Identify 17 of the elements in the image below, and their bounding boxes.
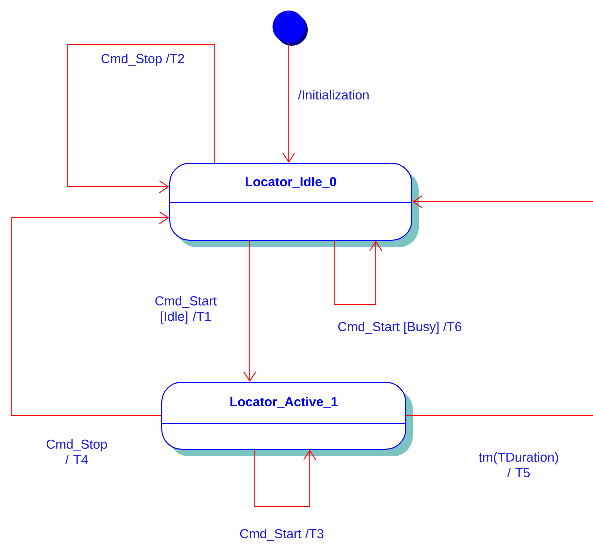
transition-label: Cmd_Stop / T4 [38, 438, 116, 466]
transition-label: Cmd_Start [Busy] /T6 [336, 320, 464, 336]
transition-label: tm(TDuration) / T5 [468, 451, 570, 479]
transition-label: Cmd_Start [Idle] /T1 [145, 295, 227, 325]
state-box: Locator_Idle_0 [169, 163, 419, 248]
transition-arrow [244, 240, 256, 382]
transition-arrow [282, 42, 296, 163]
transition-arrow [12, 212, 170, 416]
transition-arrow [68, 44, 216, 194]
transition-label: Cmd_Stop /T2 [100, 52, 186, 68]
transition-arrow [412, 196, 593, 208]
transition-label: Cmd_Start /T3 [238, 528, 326, 542]
state-box: Locator_Active_1 [161, 382, 413, 456]
transition-label: /Initialization [297, 89, 371, 101]
transition-arrow [334, 240, 382, 306]
initial-state-circle [272, 10, 308, 46]
transition-arrow [254, 450, 316, 508]
